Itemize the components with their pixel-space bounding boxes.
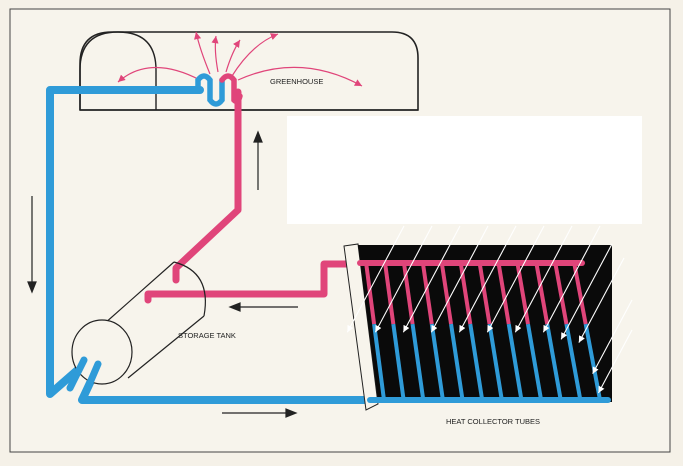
heat-collector-panel: HEAT COLLECTOR TUBES — [343, 225, 633, 426]
sun-ray-arrow — [592, 299, 633, 375]
sun-ray-arrow — [560, 243, 613, 340]
collector-tube-cold — [526, 323, 544, 401]
collector-tube-cold — [449, 323, 465, 401]
sunlight-rays — [346, 225, 633, 394]
collector-tube-hot — [496, 261, 511, 325]
collector-tube-cold — [391, 323, 406, 401]
sun-ray-arrow — [458, 225, 517, 333]
storage-tank-label: STORAGE TANK — [178, 331, 236, 340]
sun-ray-arrow — [346, 225, 405, 333]
sun-ray-arrow — [597, 329, 633, 394]
sun-ray-arrow — [402, 225, 461, 333]
collector-tube-cold — [487, 323, 504, 401]
blank-label-box — [287, 116, 642, 224]
collector-tube-cold — [429, 323, 445, 401]
collector-tube-cold — [468, 323, 485, 401]
tank-pipe-stubs — [66, 356, 102, 396]
sun-ray-arrow — [578, 257, 625, 343]
greenhouse-label: GREENHOUSE — [270, 77, 323, 86]
collector-headers — [357, 260, 611, 403]
flow-arrow-down-left — [27, 196, 37, 294]
greenhouse-radiator-coil — [195, 73, 243, 107]
flow-arrow-right-bottom — [222, 408, 298, 418]
collector-tube-cold — [564, 323, 583, 401]
collector-tube-hot — [420, 261, 434, 325]
flow-arrow-left-middle — [228, 302, 298, 312]
flow-arrow-up-center — [253, 130, 263, 190]
collector-tube-hot — [364, 261, 377, 325]
collector-tube-cold — [583, 323, 602, 401]
collector-tube-hot — [553, 261, 569, 325]
collector-tube-hot — [572, 261, 588, 325]
collector-tube-cold — [545, 323, 563, 401]
collector-black-panel — [358, 245, 612, 402]
collector-tube-hot — [401, 261, 415, 325]
collector-tube-cold — [372, 323, 386, 401]
hot-pipe — [144, 88, 362, 304]
collector-tube-hot — [382, 261, 396, 325]
heat-radiation-arrows — [117, 31, 363, 87]
collector-tube-cold — [506, 323, 524, 401]
collector-tube-hot — [534, 261, 550, 325]
collector-tube-hot — [439, 261, 454, 325]
sun-ray-arrow — [430, 225, 489, 333]
flow-arrows — [27, 130, 298, 418]
collector-tube-hot — [477, 261, 492, 325]
sun-ray-arrow — [486, 225, 545, 333]
sun-ray-arrow — [514, 225, 573, 333]
collector-label: HEAT COLLECTOR TUBES — [446, 417, 540, 426]
sun-ray-arrow — [374, 225, 433, 333]
collector-tube-cold — [410, 323, 426, 401]
greenhouse: GREENHOUSE — [79, 31, 419, 111]
storage-tank: STORAGE TANK — [71, 261, 236, 385]
sun-ray-arrow — [542, 225, 601, 333]
collector-tubes — [364, 261, 602, 401]
